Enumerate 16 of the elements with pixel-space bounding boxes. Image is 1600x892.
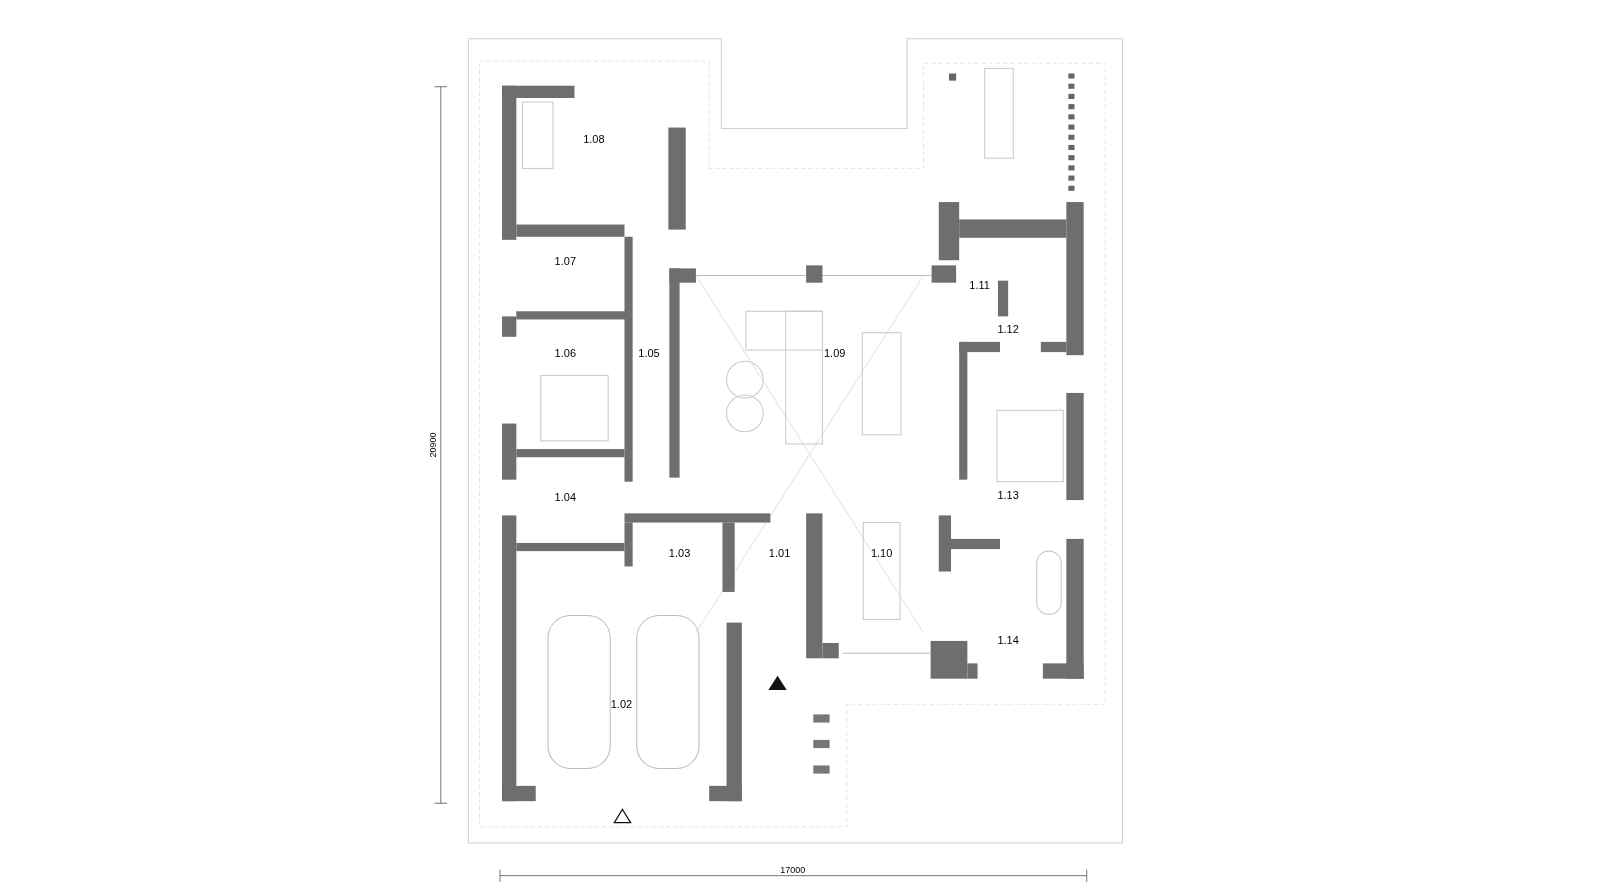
room-number: 1.03 <box>668 547 691 559</box>
room-number: 1.04 <box>554 491 576 503</box>
room-number: 1.06 <box>554 347 576 359</box>
dimension-text: 20900 <box>428 432 438 458</box>
room-number: 1.05 <box>638 347 660 359</box>
dimension-text: 17000 <box>780 865 806 875</box>
room-number: 1.12 <box>997 323 1019 335</box>
room-number: 1.08 <box>583 133 605 145</box>
room-number: 1.02 <box>610 698 633 710</box>
room-number: 1.10 <box>870 547 893 559</box>
room-number: 1.07 <box>554 255 576 267</box>
room-number: 1.09 <box>824 347 846 359</box>
room-number: 1.13 <box>997 489 1019 501</box>
room-number: 1.14 <box>997 634 1019 646</box>
room-number: 1.11 <box>969 279 990 291</box>
room-number: 1.01 <box>768 547 791 559</box>
